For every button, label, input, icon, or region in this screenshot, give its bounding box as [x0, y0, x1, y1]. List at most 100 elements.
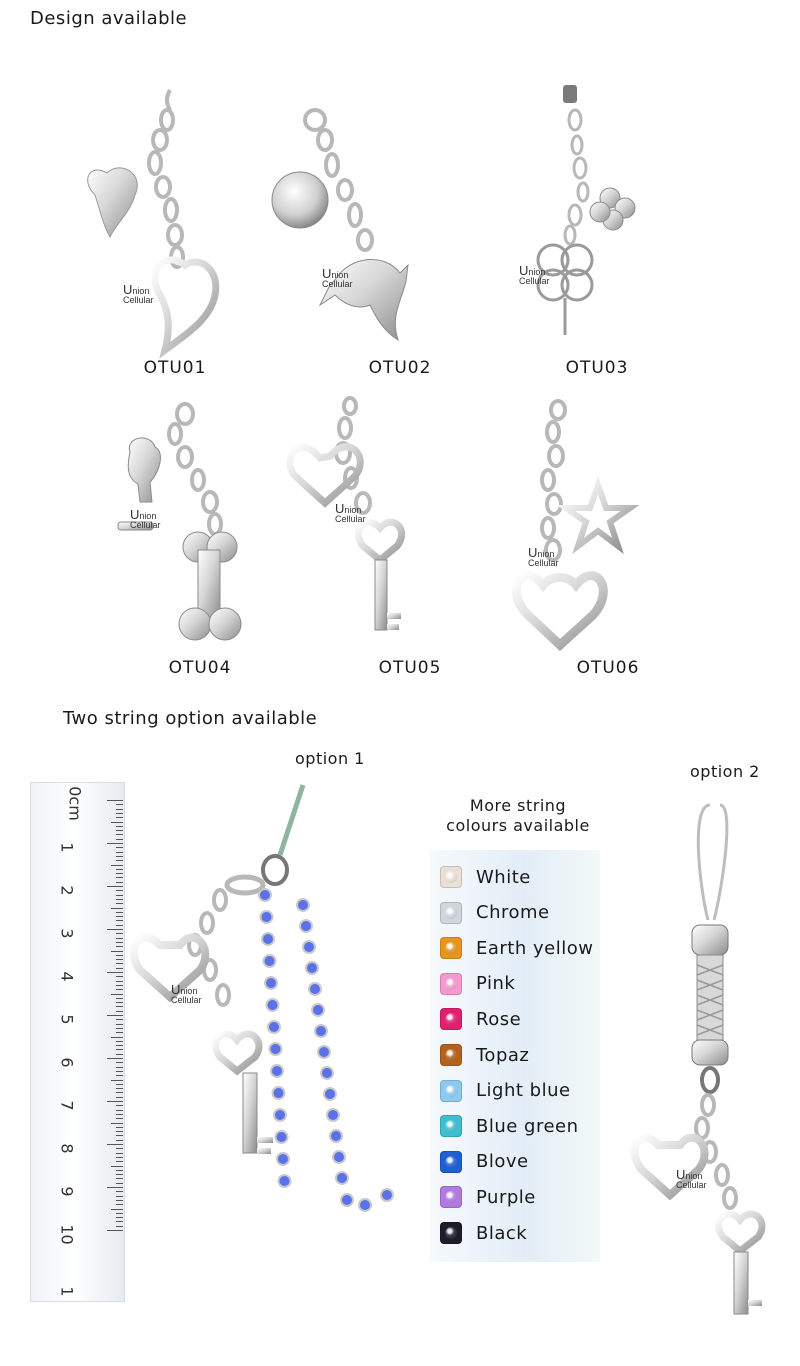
colour-swatch-icon — [440, 1222, 462, 1244]
crystal-bead — [305, 961, 319, 975]
crystal-bead — [273, 1108, 287, 1122]
ruler-tick — [116, 997, 123, 999]
string-option-heading: Two string option available — [63, 708, 318, 729]
crystal-bead — [258, 888, 272, 902]
ruler-label: 7 — [57, 1100, 77, 1111]
crystal-bead — [267, 1020, 281, 1034]
ruler-tick — [116, 873, 123, 875]
ruler-label: 1 — [57, 1286, 77, 1297]
ruler-tick — [111, 950, 123, 952]
ruler-label: 9 — [57, 1186, 77, 1197]
crystal-bead — [296, 898, 310, 912]
crystal-bead — [264, 976, 278, 990]
colour-name: Light blue — [476, 1080, 571, 1102]
ruler-tick — [116, 1027, 123, 1029]
ruler-tick — [116, 817, 123, 819]
option-2-label: option 2 — [690, 762, 760, 781]
otu05-charm-image — [286, 396, 406, 631]
product-code-otu03: OTU03 — [565, 358, 629, 378]
product-code-otu04: OTU04 — [168, 658, 232, 678]
ruler-label: 4 — [57, 971, 77, 982]
colour-swatch-icon — [440, 1186, 462, 1209]
colour-swatch-icon — [440, 1008, 462, 1031]
design-available-heading: Design available — [30, 8, 188, 29]
crystal-bead — [276, 1152, 290, 1166]
product-code-otu01: OTU01 — [143, 358, 207, 378]
ruler-tick — [116, 1070, 123, 1072]
ruler-tick — [116, 1092, 123, 1094]
more-colours-title-line2: colours available — [446, 816, 590, 835]
crystal-bead — [308, 982, 322, 996]
crystal-bead — [271, 1086, 286, 1100]
ruler-tick — [116, 830, 123, 832]
colour-swatch-icon — [440, 1079, 462, 1102]
ruler-tick — [116, 1062, 123, 1064]
ruler-tick — [116, 916, 123, 918]
ruler-tick — [116, 1178, 123, 1180]
ruler-image: 0cm 1 2 3 4 5 6 7 8 9 10 1 — [30, 782, 125, 1302]
ruler-tick — [116, 911, 123, 913]
ruler-tick — [116, 954, 123, 956]
colour-swatch-icon — [440, 1150, 462, 1173]
colour-option-topaz: Topaz — [440, 1040, 529, 1070]
ruler-tick — [116, 1096, 123, 1098]
ruler-tick — [116, 1045, 123, 1047]
more-colours-title: More string colours available — [418, 796, 618, 836]
colour-option-chrome: Chrome — [440, 898, 550, 928]
ruler-tick — [116, 1126, 123, 1128]
ruler-label: 0cm — [65, 786, 85, 821]
ruler-tick — [116, 851, 123, 853]
ruler-tick — [116, 825, 123, 827]
ruler-tick — [116, 937, 123, 939]
colour-name: Black — [476, 1222, 528, 1244]
colour-swatch-icon — [440, 901, 462, 924]
ruler-tick — [116, 1019, 123, 1021]
crystal-bead — [268, 1042, 283, 1056]
colour-option-light-blue: Light blue — [440, 1076, 571, 1106]
ruler-tick — [116, 898, 123, 900]
ruler-tick — [111, 864, 123, 866]
ruler-label: 3 — [57, 928, 77, 939]
ruler-tick — [116, 1083, 123, 1085]
colour-name: Pink — [476, 973, 516, 995]
ruler-tick — [116, 967, 123, 969]
ruler-tick — [116, 1156, 123, 1158]
otu02-charm-image — [271, 108, 409, 342]
colour-swatch-icon — [440, 972, 462, 995]
colour-name: Purple — [476, 1186, 536, 1208]
ruler-tick — [116, 860, 123, 862]
crystal-bead — [320, 1066, 334, 1080]
crystal-bead — [332, 1150, 346, 1164]
crystal-bead — [335, 1171, 349, 1185]
ruler-tick — [116, 1066, 123, 1068]
ruler-tick — [116, 1088, 123, 1090]
ruler-tick — [116, 1225, 123, 1227]
ruler-tick — [116, 894, 123, 896]
ruler-tick — [116, 1217, 123, 1219]
ruler-tick — [111, 1079, 123, 1081]
colour-option-black: Black — [440, 1218, 527, 1248]
colour-name: Rose — [476, 1008, 522, 1030]
ruler-tick — [116, 1118, 123, 1120]
ruler-tick — [116, 1221, 123, 1223]
crystal-bead — [340, 1193, 354, 1207]
ruler-tick — [116, 924, 123, 926]
product-code-otu02: OTU02 — [368, 358, 432, 378]
ruler-tick — [107, 800, 123, 801]
ruler-tick — [116, 838, 123, 840]
otu04-charm-image — [117, 402, 242, 641]
ruler-label: 2 — [57, 885, 77, 896]
colour-name: Blue green — [476, 1115, 579, 1137]
ruler-tick — [116, 959, 123, 961]
